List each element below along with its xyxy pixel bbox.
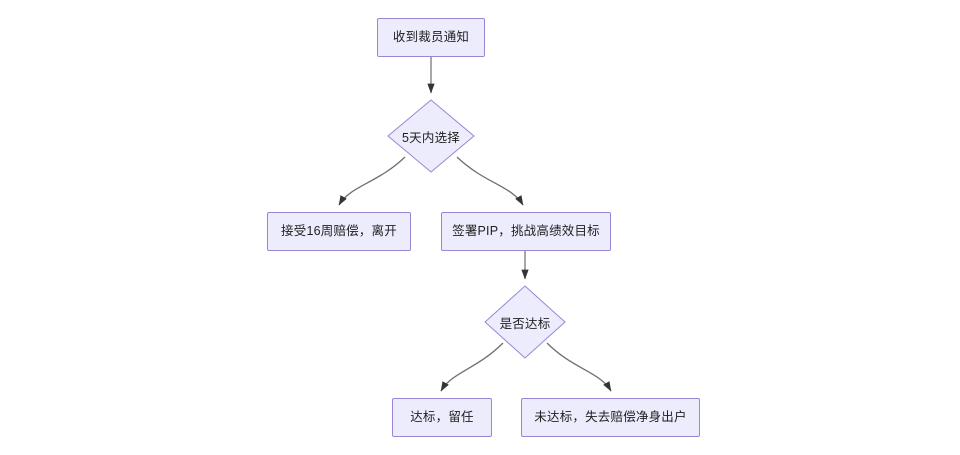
- node-decision-choose-within-5-days[interactable]: 5天内选择: [387, 99, 475, 173]
- node-label: 5天内选择: [402, 130, 460, 145]
- node-target-missed-no-severance[interactable]: 未达标，失去赔偿净身出户: [521, 398, 700, 437]
- node-sign-pip-challenge-goals[interactable]: 签署PIP，挑战高绩效目标: [441, 212, 611, 251]
- node-receive-layoff-notice[interactable]: 收到裁员通知: [377, 18, 485, 57]
- node-accept-16-week-severance[interactable]: 接受16周赔偿，离开: [267, 212, 411, 251]
- node-decision-meets-target[interactable]: 是否达标: [484, 285, 566, 359]
- node-label: 签署PIP，挑战高绩效目标: [452, 224, 600, 238]
- node-label: 未达标，失去赔偿净身出户: [534, 410, 687, 424]
- node-label: 接受16周赔偿，离开: [281, 224, 397, 238]
- diamond-shape: [387, 99, 475, 173]
- node-label: 达标，留任: [410, 410, 474, 424]
- diamond-shape: [484, 285, 566, 359]
- node-label: 是否达标: [499, 316, 551, 331]
- node-label: 收到裁员通知: [392, 30, 470, 44]
- node-target-met-stay[interactable]: 达标，留任: [392, 398, 492, 437]
